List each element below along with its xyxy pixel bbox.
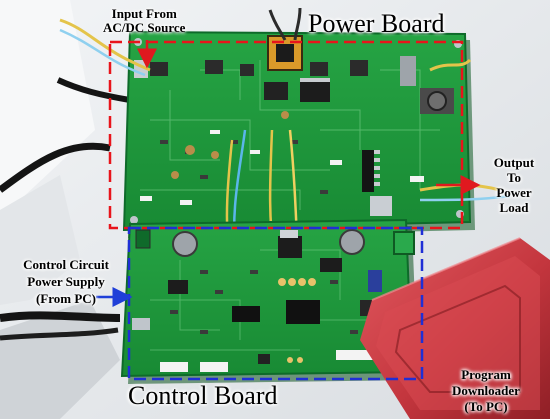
label-ctrlps-line-3: (From PC) bbox=[35, 291, 97, 306]
label-output-line-4: Load bbox=[499, 200, 529, 215]
label-ctrlps-line-2: Power Supply bbox=[27, 274, 105, 289]
label-input-line-1: Input From bbox=[111, 6, 177, 21]
label-progdl-line-1: Program bbox=[461, 367, 511, 382]
label-program-downloader: Program Downloader (To PC) bbox=[445, 367, 527, 415]
label-ctrlps-line-1: Control Circuit bbox=[23, 257, 109, 272]
power-board-outline bbox=[108, 40, 464, 230]
label-progdl-line-3: (To PC) bbox=[464, 399, 508, 414]
label-progdl-line-2: Downloader bbox=[452, 383, 520, 398]
label-input-line-2: AC/DC Source bbox=[103, 20, 186, 35]
label-control-board: Control Board bbox=[128, 381, 278, 410]
label-output-to-power-load: Output To Power Load bbox=[483, 155, 545, 215]
label-output-line-1: Output bbox=[493, 155, 535, 170]
label-control-circuit-power-supply: Control Circuit Power Supply (From PC) bbox=[4, 256, 128, 307]
label-output-line-3: Power bbox=[496, 185, 532, 200]
label-input-from-source: Input From AC/DC Source bbox=[103, 7, 185, 35]
label-output-line-2: To bbox=[507, 170, 521, 185]
label-power-board: Power Board bbox=[308, 9, 445, 38]
